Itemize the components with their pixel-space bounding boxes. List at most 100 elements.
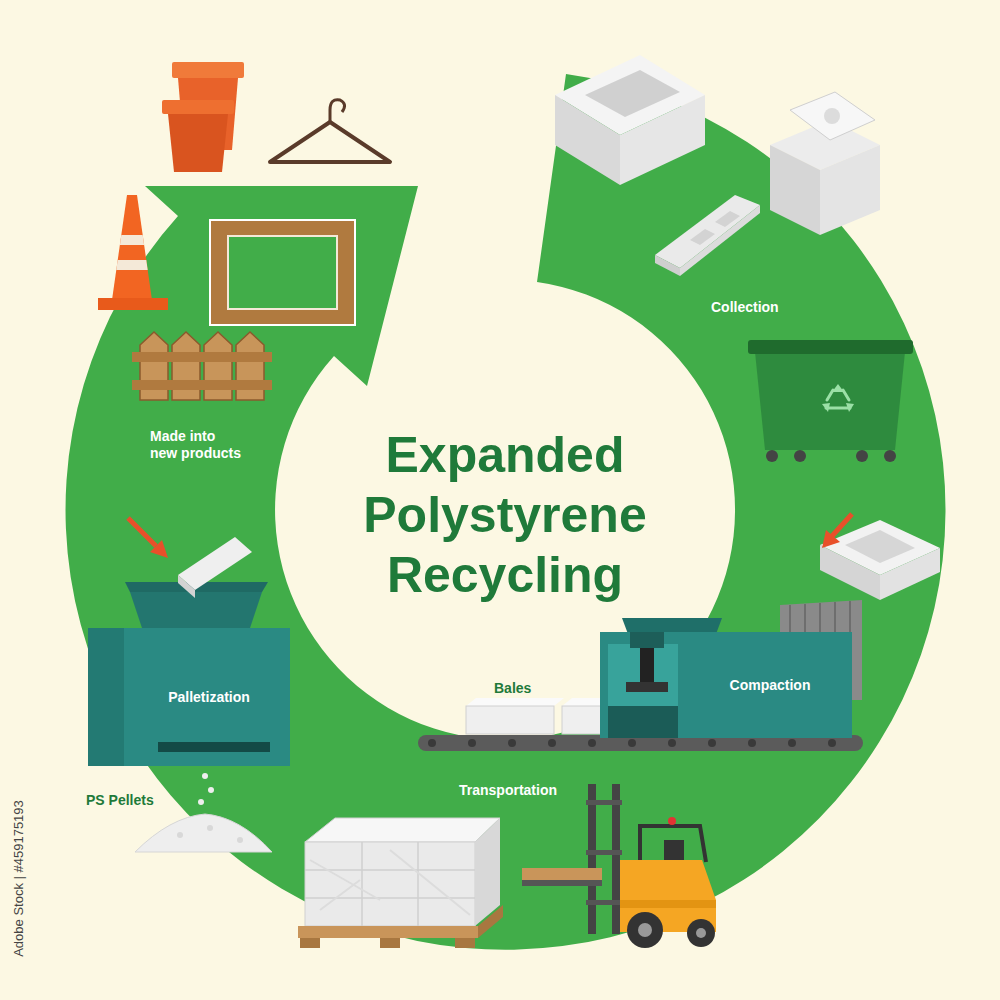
baled-pallet xyxy=(478,905,503,938)
flower-pots xyxy=(168,114,228,172)
forklift xyxy=(586,800,622,805)
foam-insert xyxy=(690,229,715,245)
pellet-pile xyxy=(135,814,272,852)
baled-pallet xyxy=(305,842,475,926)
recycling-bin xyxy=(748,340,913,354)
forklift xyxy=(627,912,663,948)
bale-conveyor xyxy=(668,739,676,747)
machine-label: Compaction xyxy=(730,677,811,694)
red-arrow xyxy=(822,530,840,548)
machine-label: Palletization xyxy=(168,689,250,706)
wooden-fence xyxy=(132,332,272,400)
baled-pallet xyxy=(455,938,475,948)
foam-packaging xyxy=(555,55,705,185)
wooden-fence xyxy=(132,352,272,362)
baled-pallet xyxy=(475,818,500,926)
foam-cooler xyxy=(824,108,840,124)
traffic-cone xyxy=(112,195,152,300)
baled-pallet xyxy=(310,850,470,915)
watermark: Adobe Stock | #459175193 xyxy=(10,800,27,957)
foam-block-falling xyxy=(178,537,252,598)
forklift xyxy=(522,880,602,886)
pellet-pile xyxy=(198,799,204,805)
traffic-cone xyxy=(98,195,168,310)
stage-label: Made into new products xyxy=(150,428,243,462)
machine-detail xyxy=(158,742,270,752)
red-arrow xyxy=(128,518,156,546)
recycling-bin xyxy=(832,384,844,392)
recycling-bin xyxy=(884,450,896,462)
traffic-cone xyxy=(116,260,147,270)
bale-conveyor xyxy=(588,739,596,747)
baled-pallet xyxy=(298,926,478,938)
wooden-fence xyxy=(132,380,272,390)
forklift xyxy=(522,868,602,880)
picture-frame xyxy=(210,220,355,325)
picture-frame xyxy=(210,220,355,325)
recycling-bin xyxy=(755,352,905,450)
pellet-pile xyxy=(202,773,208,779)
flower-pots xyxy=(162,100,234,114)
bale-conveyor xyxy=(468,739,476,747)
diagram-title: Expanded Polystyrene Recycling xyxy=(325,425,685,605)
forklift xyxy=(586,850,622,855)
recycling-bin xyxy=(846,403,854,412)
foam-piece-incoming xyxy=(845,530,915,563)
foam-cooler xyxy=(820,145,880,235)
forklift xyxy=(696,928,706,938)
forklift xyxy=(638,923,652,937)
bale-conveyor xyxy=(788,739,796,747)
recycling-bin xyxy=(766,450,778,462)
forklift xyxy=(664,840,684,862)
pellet-pile xyxy=(207,825,213,831)
traffic-cone xyxy=(98,298,168,310)
stage-label: PS Pellets xyxy=(86,792,154,809)
foam-insert xyxy=(655,195,760,268)
foam-cooler xyxy=(770,92,880,235)
foam-bales xyxy=(466,706,554,734)
foam-insert xyxy=(715,211,740,227)
forklift xyxy=(668,817,676,825)
palletizer-hopper xyxy=(130,592,262,628)
cycle-arrow xyxy=(66,74,946,950)
forklift xyxy=(640,826,706,862)
flower-pots xyxy=(162,62,244,172)
baled-pallet xyxy=(305,842,475,926)
bale-conveyor xyxy=(628,739,636,747)
bale-conveyor xyxy=(508,739,516,747)
forklift xyxy=(522,784,716,948)
baled-pallet xyxy=(300,938,320,948)
foam-bales xyxy=(466,698,564,706)
foam-cooler xyxy=(790,92,875,140)
forklift xyxy=(620,900,716,908)
cycle-arrow xyxy=(66,74,946,950)
bale-conveyor xyxy=(708,739,716,747)
pellet-pile xyxy=(135,773,272,852)
machine-detail xyxy=(608,706,678,738)
red-arrow xyxy=(128,518,168,558)
recycling-bin xyxy=(748,340,913,462)
clothes-hanger xyxy=(330,100,345,122)
clothes-hanger xyxy=(270,100,390,162)
recycling-bin xyxy=(826,390,850,408)
baled-pallet xyxy=(305,818,500,842)
machine-detail xyxy=(640,648,654,684)
machine-detail xyxy=(608,644,678,738)
bale-conveyor xyxy=(548,739,556,747)
picture-frame xyxy=(228,236,337,309)
forklift xyxy=(687,919,715,947)
bale-conveyor xyxy=(428,739,436,747)
compactor-machine: Compaction xyxy=(600,632,852,738)
forklift xyxy=(612,784,620,934)
stage-label: Transportation xyxy=(459,782,557,799)
recycling-bin xyxy=(822,403,830,412)
stage-label: Bales xyxy=(494,680,531,697)
recycling-bin xyxy=(794,450,806,462)
bale-conveyor xyxy=(748,739,756,747)
recycling-bin xyxy=(856,450,868,462)
red-arrow xyxy=(822,514,852,548)
baled-pallet xyxy=(298,818,503,948)
machine-detail xyxy=(630,632,664,648)
stage-label: Collection xyxy=(711,299,779,316)
